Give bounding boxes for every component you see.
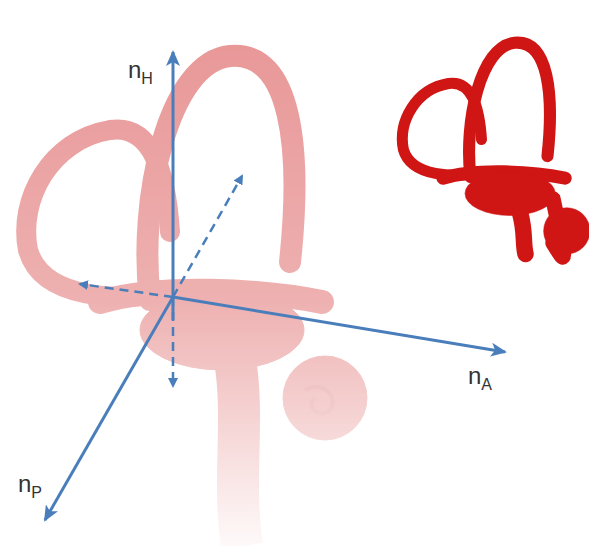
axis-label: nP xyxy=(18,472,42,496)
axes xyxy=(45,52,505,520)
dashed-axes xyxy=(80,176,242,386)
inset-ear xyxy=(402,43,589,257)
axis-label: nA xyxy=(468,364,492,388)
axis-label: nH xyxy=(128,58,153,82)
